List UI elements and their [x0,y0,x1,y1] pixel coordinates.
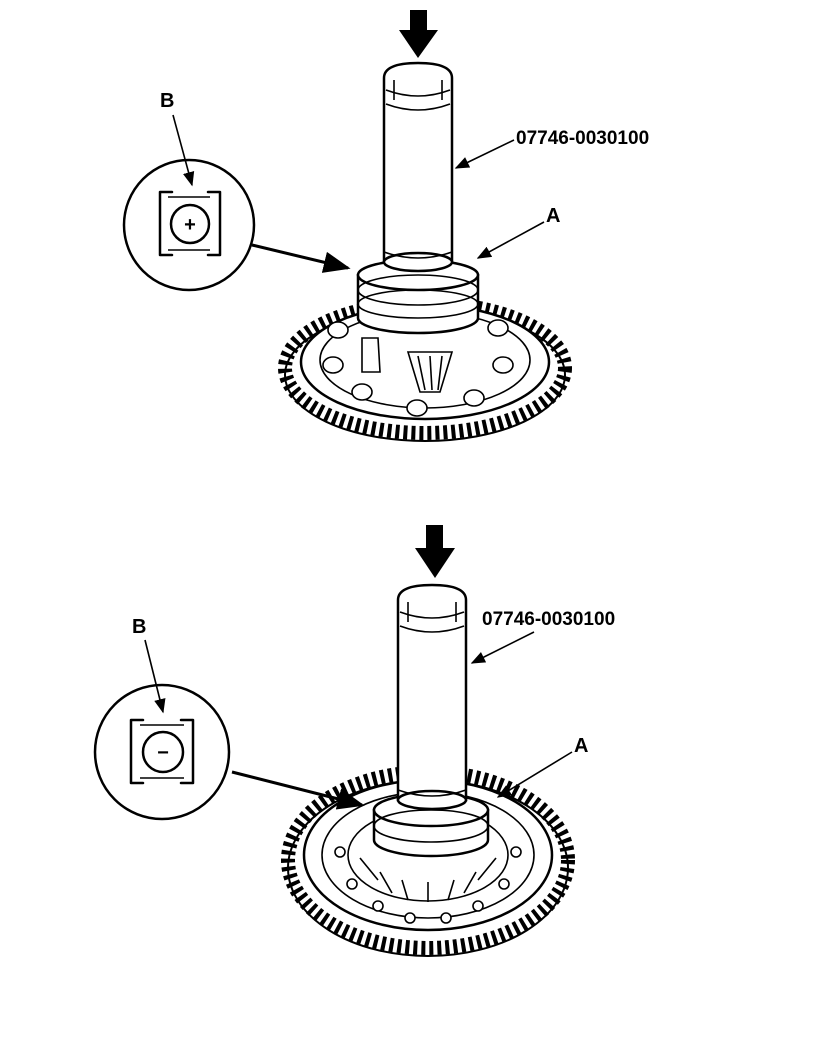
tool-label-leader [470,631,535,664]
callout-a: A [546,205,560,227]
callout-b: B [160,90,174,112]
bearing-symbol-minus: − [157,742,169,764]
callout-b-leader [144,639,166,714]
figure-bottom: − 07746-0030100 A B [93,525,615,957]
figure-top: + 07746-0030100 A B [122,10,649,442]
inset-pointer-arrow [251,243,351,273]
driver-tool-bottom [396,583,468,811]
tool-label-leader [454,139,515,169]
callout-a: A [574,735,588,757]
pinion-gears [361,337,454,393]
tool-part-number: 07746-0030100 [516,128,649,149]
bolt-holes [334,846,522,924]
press-arrow-icon [415,525,455,578]
inset-pointer-arrow [231,770,365,810]
press-arrow-icon [399,10,438,58]
bolt-heads [322,319,514,417]
driver-tool-top [382,61,454,273]
bearing-symbol-plus: + [184,214,196,236]
detail-inset-top: + [122,158,256,292]
callout-b-leader [172,114,195,187]
detail-inset-bottom: − [93,683,231,821]
callout-b: B [132,616,146,638]
tool-part-number: 07746-0030100 [482,609,615,630]
callout-a-leader [496,751,573,798]
callout-a-leader [476,221,545,259]
carrier-ribs [359,857,497,902]
